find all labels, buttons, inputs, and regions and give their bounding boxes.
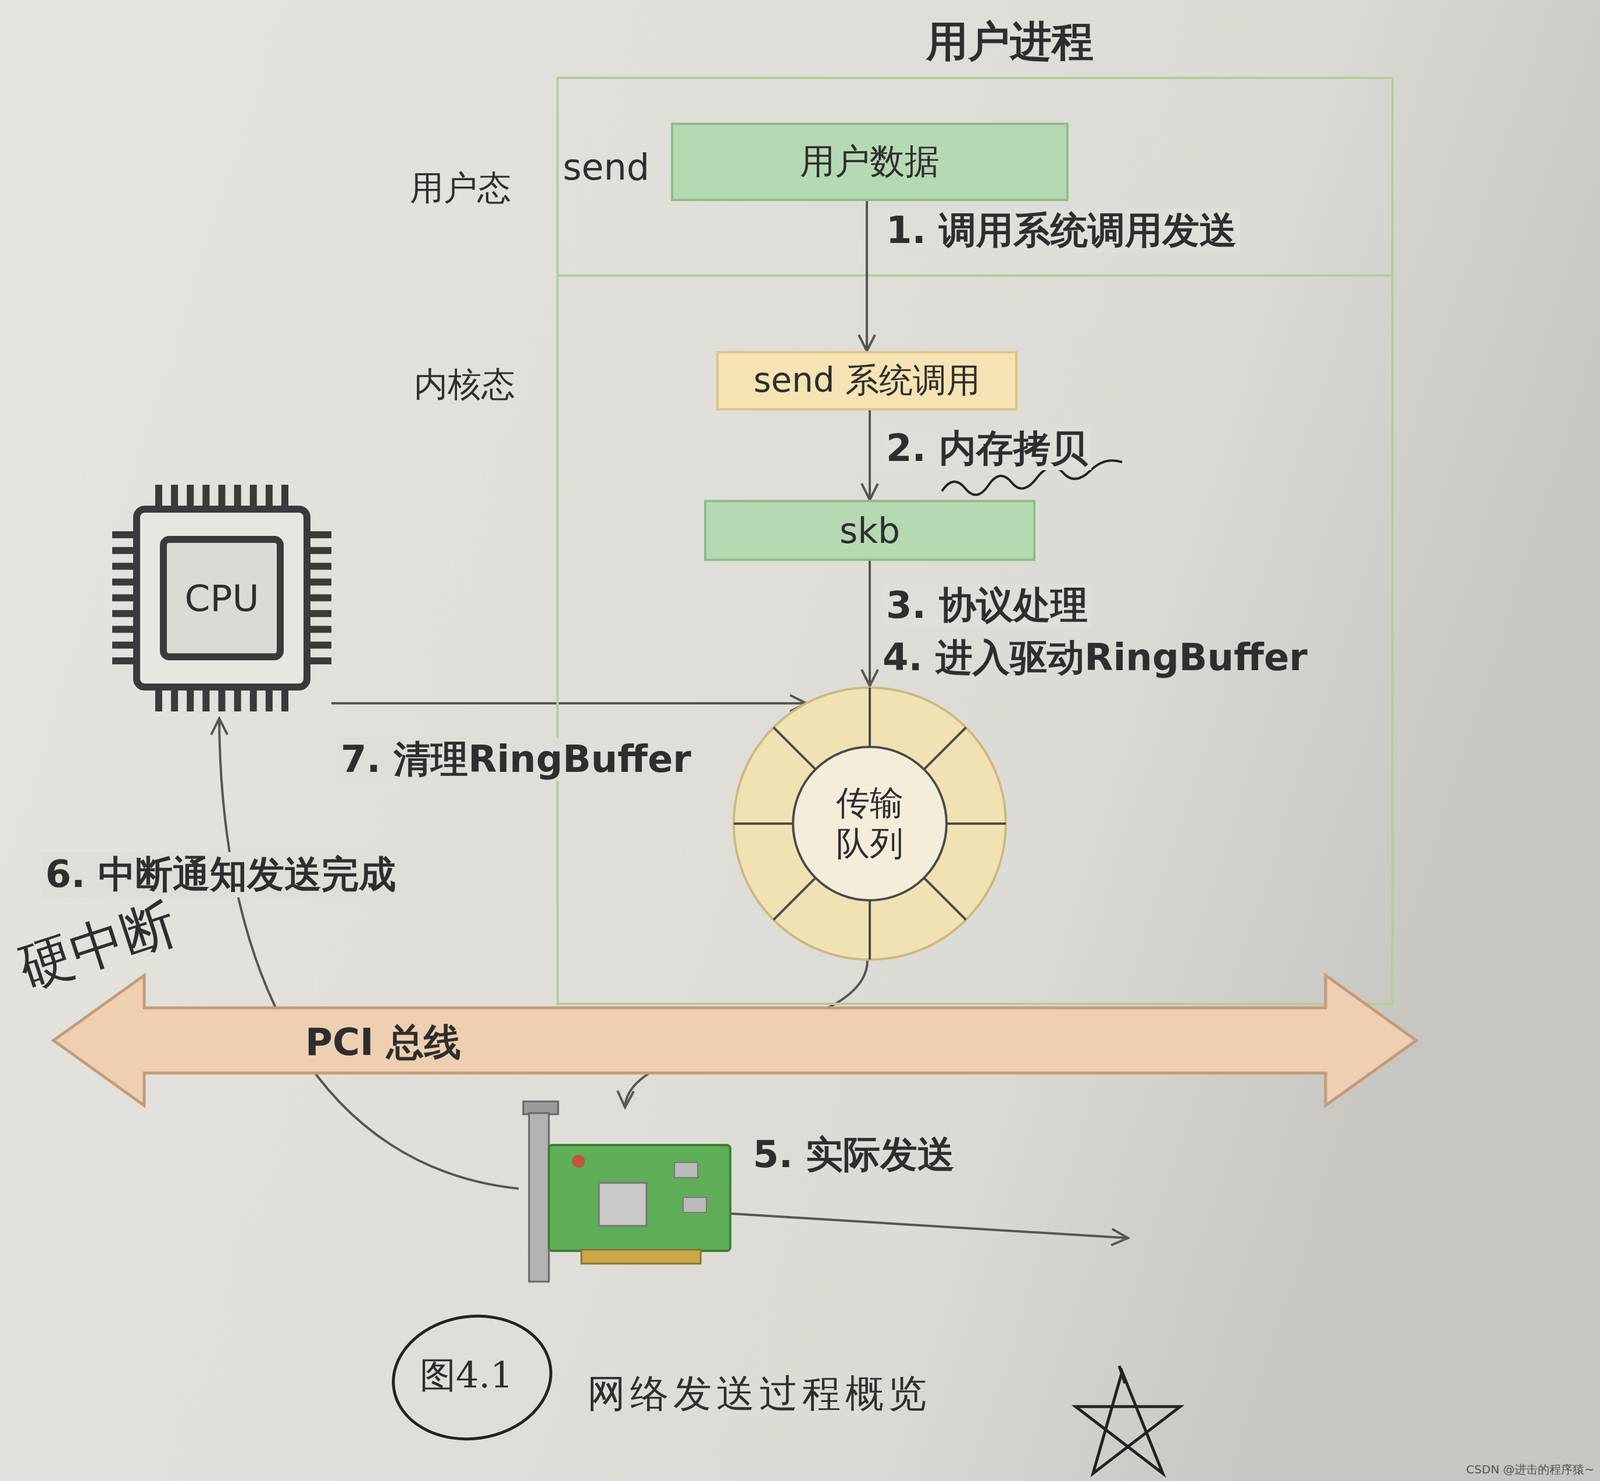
process-box: skb <box>704 500 1036 562</box>
watermark: CSDN @进击的程序猿~ <box>1466 1463 1595 1477</box>
flow-arrow <box>331 702 807 705</box>
flow-arrow <box>868 410 871 500</box>
pci-bus: PCI 总线 <box>51 965 1419 1117</box>
call-label: send <box>562 146 650 188</box>
node-text: 传输 队列 <box>834 783 906 864</box>
node-text: send 系统调用 <box>753 358 981 404</box>
shape-outline <box>51 965 1419 1117</box>
step-label: 6. 中断通知发送完成 <box>40 852 401 898</box>
cpu-chip: CPU <box>112 484 332 712</box>
node-text: 用户数据 <box>800 138 940 186</box>
send-out-arrow <box>731 1213 1128 1239</box>
nic-card <box>523 1101 731 1282</box>
mode-label: 用户态 <box>409 168 512 208</box>
hand-star <box>1075 1366 1181 1474</box>
step-label: 1. 调用系统调用发送 <box>882 209 1241 253</box>
interrupt-curve <box>219 718 519 1189</box>
step-label: 4. 进入驱动RingBuffer <box>882 636 1308 680</box>
process-box: send 系统调用 <box>716 351 1018 411</box>
node-text: CPU <box>184 577 259 620</box>
figure-number: 图4.1 <box>419 1354 514 1396</box>
step-label: 2. 内存拷贝 <box>882 427 1092 471</box>
node-text: skb <box>839 510 900 552</box>
ring-buffer: 传输 队列 <box>731 686 1008 962</box>
mode-label: 内核态 <box>413 365 516 405</box>
hand-ellipse <box>385 1306 560 1450</box>
node-text: PCI 总线 <box>305 1017 462 1069</box>
step-label: 5. 实际发送 <box>752 1133 955 1177</box>
mode-divider <box>556 274 1394 277</box>
figure-caption: 网络发送过程概览 <box>587 1372 932 1417</box>
flow-arrow <box>865 201 869 352</box>
node-text: 用户进程 <box>558 13 1392 70</box>
process-box: 用户数据 <box>670 122 1069 202</box>
step-label: 3. 协议处理 <box>882 584 1092 628</box>
flow-arrow <box>868 561 871 687</box>
step-label: 7. 清理RingBuffer <box>337 738 695 782</box>
